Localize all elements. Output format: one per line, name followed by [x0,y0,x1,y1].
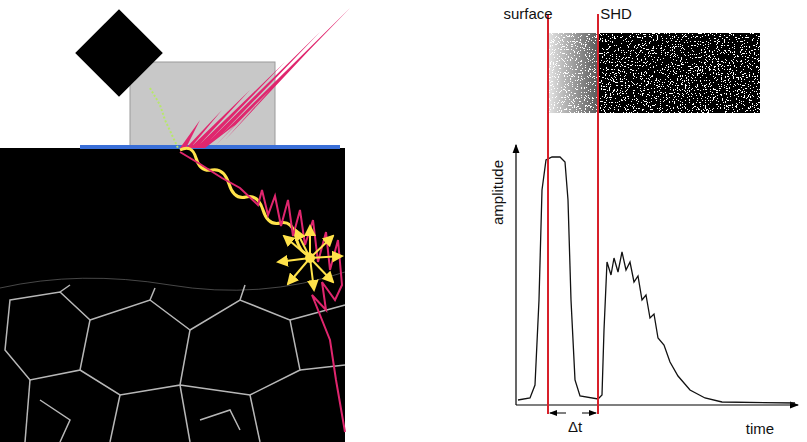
scatter-burst [278,226,342,290]
axis-label: amplitude [490,159,505,224]
axis-label: time [746,421,774,436]
interval-label: Δt [567,419,583,434]
dt-arrow [550,413,596,414]
shd-label: SHD [600,6,632,21]
shd-line [597,14,599,414]
probe [75,9,340,149]
signal-trace [518,157,795,403]
axes [516,145,798,405]
surface-echo [180,8,350,148]
microstructure [0,148,345,442]
surface-label: surface [503,6,552,21]
scatter-wave [180,152,345,432]
surface-line [547,14,549,414]
depth-image [548,33,760,113]
